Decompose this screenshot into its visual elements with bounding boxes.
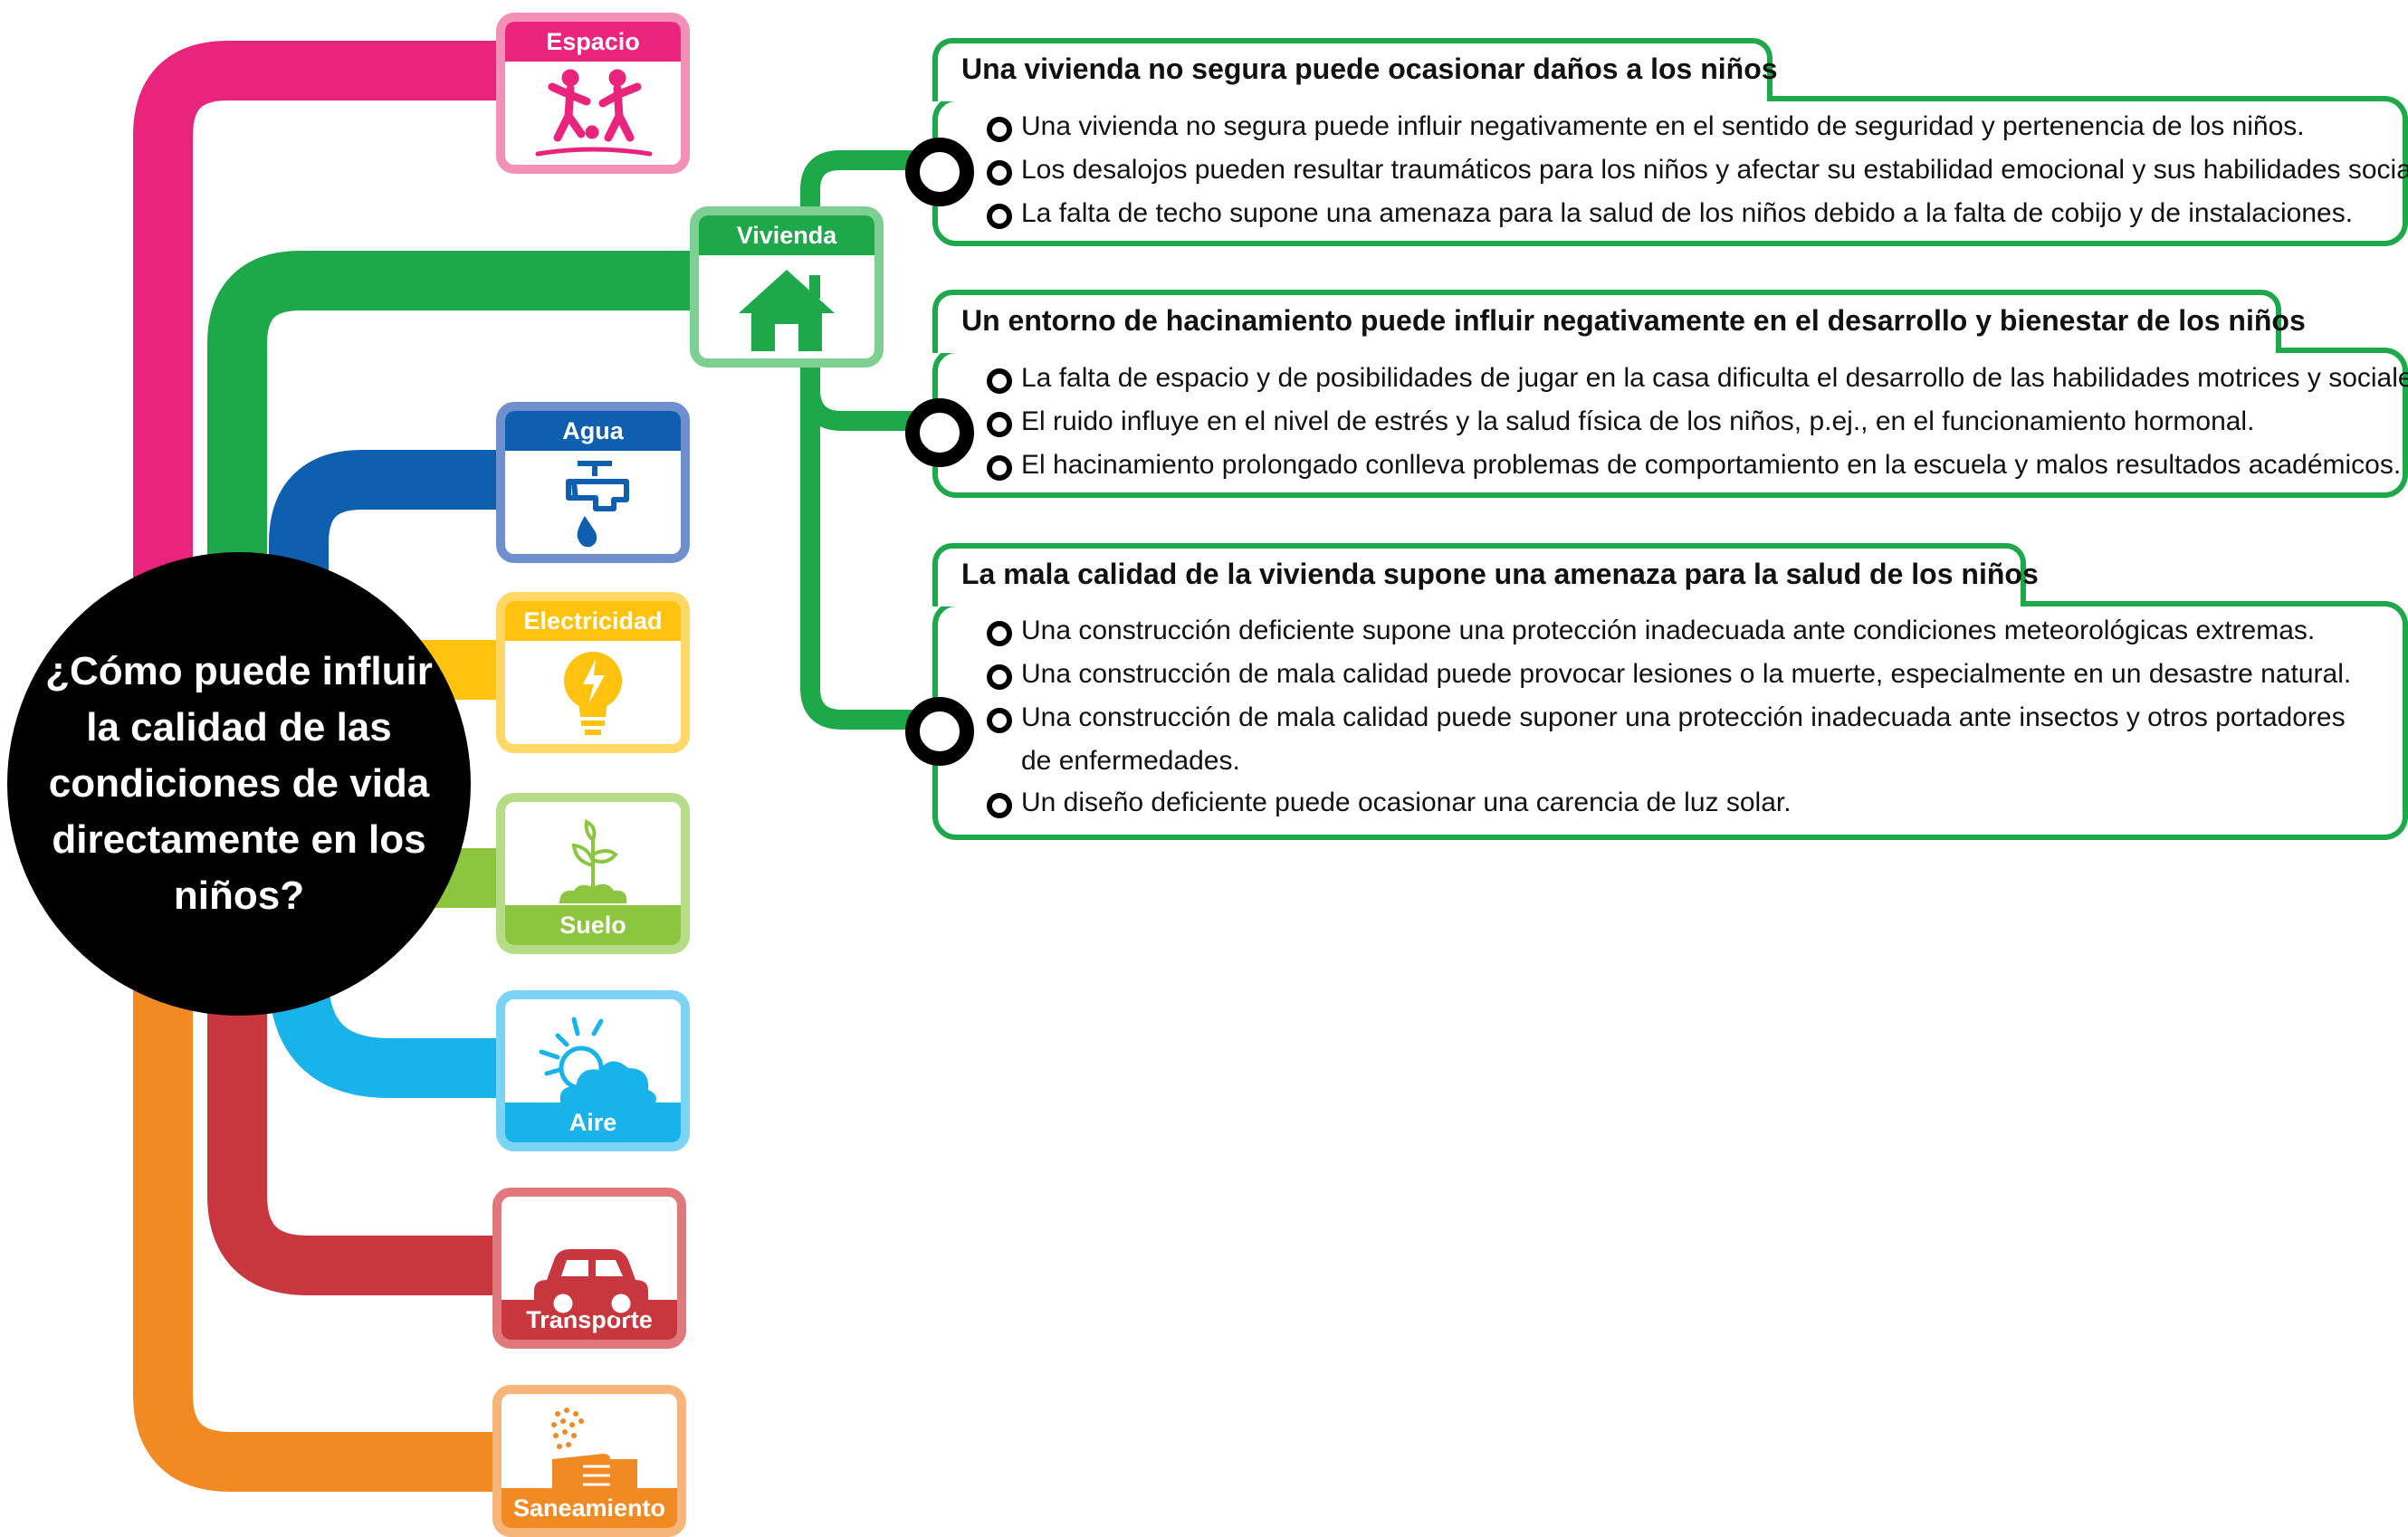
connector-transporte bbox=[207, 978, 507, 1295]
branch-vivienda-1 bbox=[800, 150, 934, 217]
tile-saneamiento: Saneamiento bbox=[492, 1385, 686, 1537]
bullet-text: La falta de espacio y de posibilidades d… bbox=[1021, 363, 2408, 393]
bullet-dot bbox=[987, 455, 1012, 481]
bullet-text: El hacinamiento prolongado conlleva prob… bbox=[1021, 450, 2402, 480]
bullet-dot bbox=[987, 708, 1012, 733]
bullet-text-continuation: de enfermedades. bbox=[1021, 746, 1240, 776]
tile-aire: Aire bbox=[496, 990, 690, 1151]
bullet-dot bbox=[987, 368, 1012, 394]
section-title-3: La mala calidad de la vivienda supone un… bbox=[932, 543, 2039, 606]
connector-espacio bbox=[133, 41, 507, 634]
handwashing-icon bbox=[551, 1408, 637, 1494]
branch-vivienda-3 bbox=[800, 389, 934, 730]
bullet-text: El ruido influye en el nivel de estrés y… bbox=[1021, 406, 2255, 436]
bullet-dot bbox=[987, 117, 1012, 142]
bullet-text: Una construcción de mala calidad puede p… bbox=[1021, 659, 2352, 689]
house-icon bbox=[739, 270, 835, 351]
bullet-text: Una construcción deficiente supone una p… bbox=[1021, 616, 2316, 645]
tile-label-aire: Aire bbox=[505, 1103, 681, 1142]
tile-transporte: Transporte bbox=[492, 1188, 686, 1349]
bullet-text: Los desalojos pueden resultar traumático… bbox=[1021, 155, 2408, 185]
bullet-dot bbox=[987, 204, 1012, 229]
tile-vivienda: Vivienda bbox=[690, 206, 884, 368]
tile-agua: Agua bbox=[496, 402, 690, 563]
section-title-1: Una vivienda no segura puede ocasionar d… bbox=[932, 38, 1778, 101]
bullet-text: Una construcción de mala calidad puede s… bbox=[1021, 702, 2346, 732]
connector-vivienda bbox=[207, 251, 697, 715]
bullet-dot bbox=[987, 160, 1012, 186]
bullet-dot bbox=[987, 412, 1012, 437]
bullet-dot bbox=[987, 664, 1012, 690]
tile-label-saneamiento: Saneamiento bbox=[502, 1488, 677, 1528]
bullet-dot bbox=[987, 621, 1012, 646]
connector-agua bbox=[269, 450, 507, 616]
faucet-icon bbox=[566, 461, 629, 548]
junction-ring-1 bbox=[905, 138, 974, 206]
tile-label-electricidad: Electricidad bbox=[505, 601, 681, 641]
tile-label-suelo: Suelo bbox=[505, 905, 681, 945]
tile-electricidad: Electricidad bbox=[496, 592, 690, 753]
children-playing-icon bbox=[535, 69, 653, 157]
bullet-text: Una vivienda no segura puede influir neg… bbox=[1021, 111, 2305, 141]
tile-espacio-publico: Espacio público bbox=[496, 13, 690, 174]
sun-cloud-icon bbox=[539, 1017, 656, 1106]
bullet-text: Un diseño deficiente puede ocasionar una… bbox=[1021, 788, 1792, 817]
tile-label-agua: Agua bbox=[505, 411, 681, 451]
connector-saneamiento bbox=[133, 978, 507, 1492]
tile-label-vivienda: Vivienda bbox=[699, 215, 874, 255]
car-icon bbox=[534, 1249, 648, 1318]
central-question-text: ¿Cómo puede influir la calidad de las co… bbox=[45, 649, 433, 918]
lightbulb-icon bbox=[564, 652, 622, 735]
junction-ring-2 bbox=[905, 398, 974, 467]
section-title-2: Un entorno de hacinamiento puede influir… bbox=[932, 290, 2306, 353]
bullet-text: La falta de techo supone una amenaza par… bbox=[1021, 198, 2354, 228]
junction-ring-3 bbox=[905, 697, 974, 766]
bullet-dot bbox=[987, 793, 1012, 818]
tile-suelo: Suelo bbox=[496, 793, 690, 954]
section-card-3 bbox=[932, 601, 2408, 840]
central-question: ¿Cómo puede influir la calidad de las co… bbox=[7, 552, 471, 1016]
sprout-icon bbox=[559, 818, 627, 903]
